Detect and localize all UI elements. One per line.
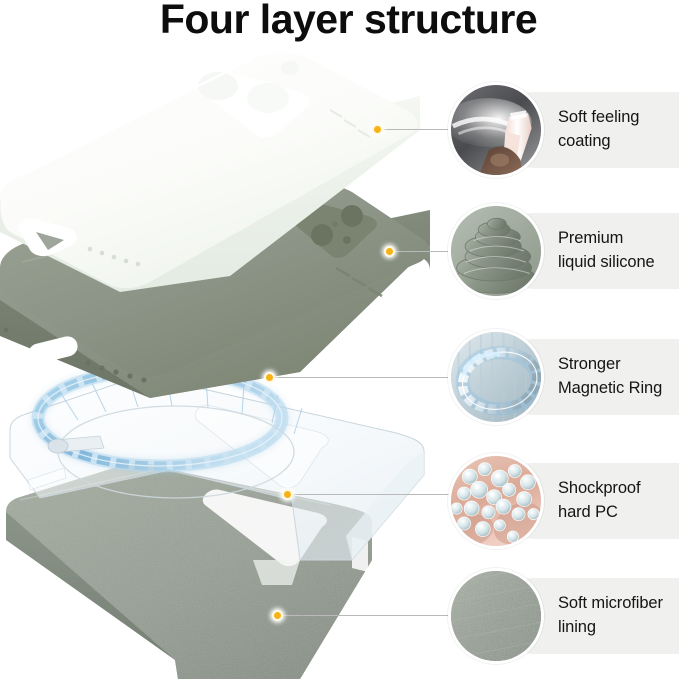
marker-dot-silicone — [384, 246, 395, 257]
exploded-case-illustration — [0, 52, 430, 679]
callout-label-4: Shockproof hard PC — [558, 479, 641, 521]
leader-line-coating — [378, 129, 458, 130]
layer-magnetic-ring-pc — [9, 362, 425, 561]
callout-label-5: Soft microfiber lining — [558, 594, 663, 636]
callout-label-2: Premium liquid silicone — [558, 229, 655, 271]
leader-line-microfiber — [278, 615, 458, 616]
microfiber-texture-icon — [448, 568, 544, 664]
marker-dot-pc — [282, 489, 293, 500]
leader-line-silicone — [390, 251, 458, 252]
callout-label-1: Soft feeling coating — [558, 108, 640, 150]
liquid-silicone-icon — [448, 203, 544, 299]
page-title: Four layer structure — [159, 0, 538, 42]
layer-soft-coating — [0, 52, 420, 292]
layer-microfiber-lining — [6, 463, 372, 679]
pc-pellets-icon — [448, 453, 544, 549]
marker-dot-coating — [372, 124, 383, 135]
marker-dot-microfiber — [272, 610, 283, 621]
magnetic-ring-icon — [448, 329, 544, 425]
marker-dot-magnet — [264, 372, 275, 383]
leader-line-pc — [288, 494, 458, 495]
spray-coating-icon — [448, 82, 544, 178]
callout-label-3: Stronger Magnetic Ring — [558, 355, 663, 397]
leader-line-magnet — [270, 377, 458, 378]
